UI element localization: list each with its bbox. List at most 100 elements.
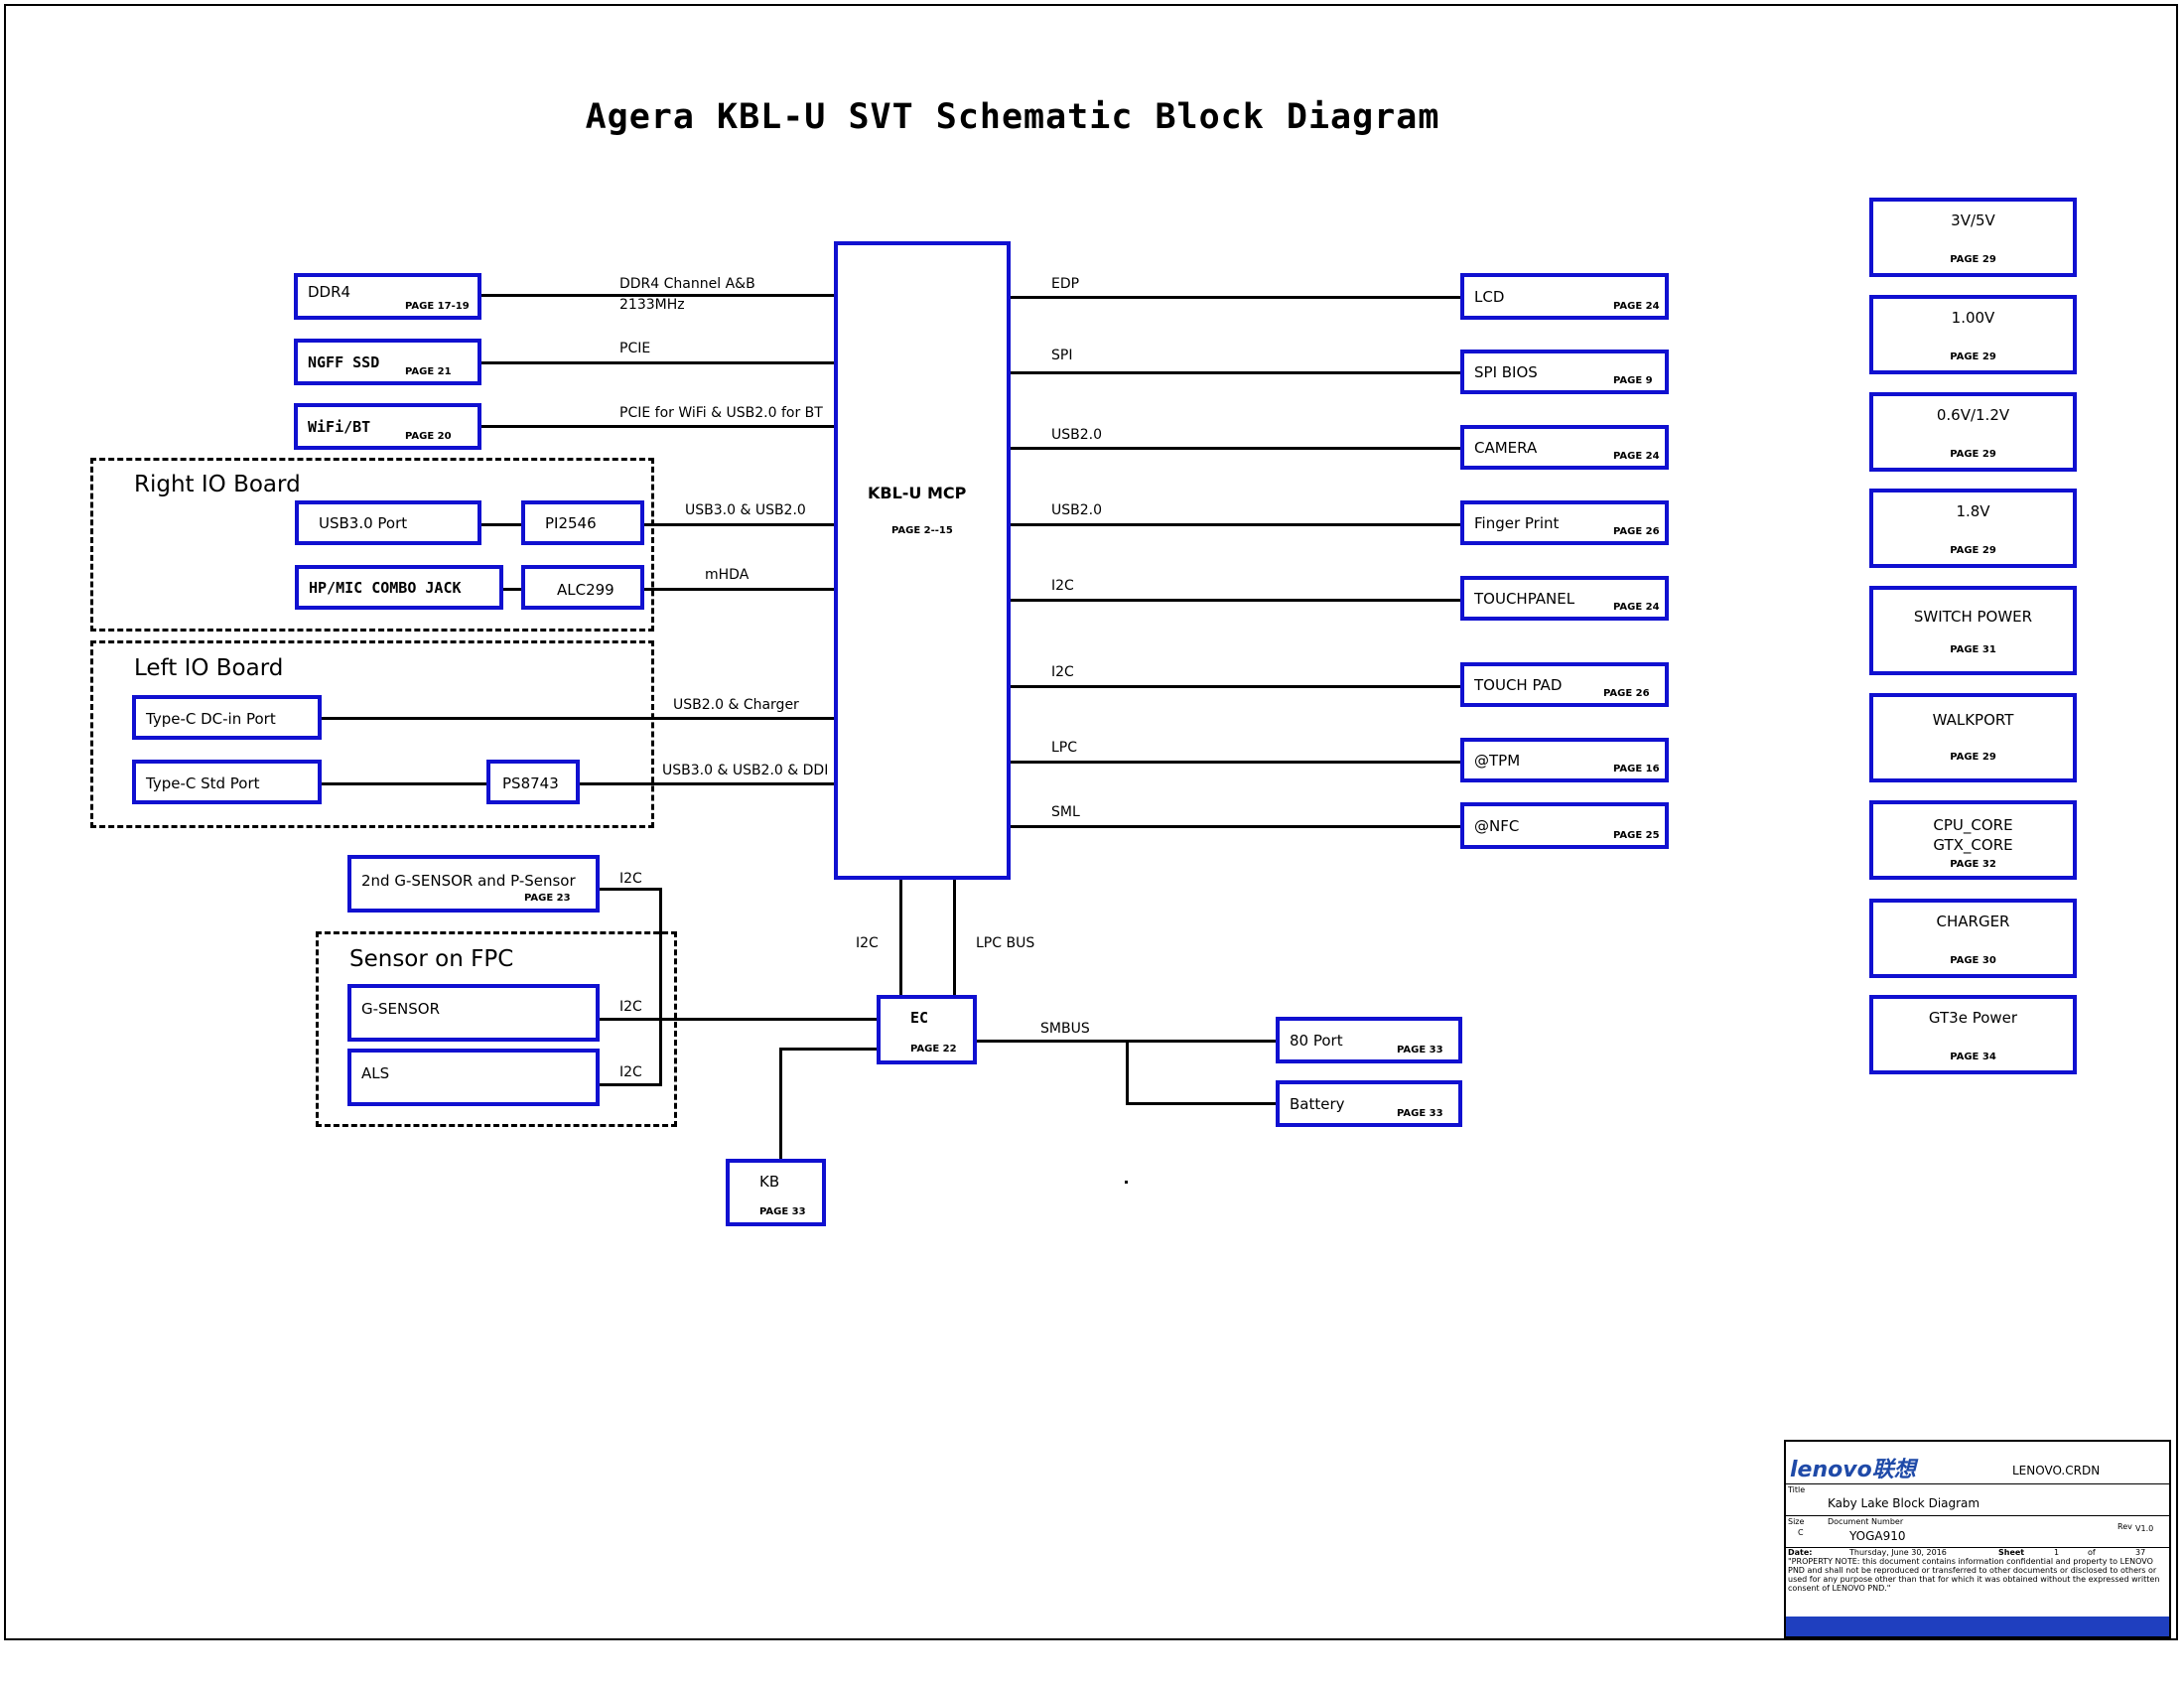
power-1v00-name: 1.00V — [1951, 309, 1995, 327]
als-block: ALS — [347, 1049, 600, 1106]
ddr4-block: DDR4 PAGE 17-19 — [294, 273, 481, 320]
power-1v8-name: 1.8V — [1956, 502, 1990, 520]
camera-block: CAMERA PAGE 24 — [1460, 425, 1669, 470]
mcp-ec-i2c-line — [899, 880, 902, 997]
title-value: Kaby Lake Block Diagram — [1828, 1496, 1980, 1510]
als-name: ALS — [361, 1064, 390, 1082]
pi2546-line — [643, 523, 837, 526]
i2c-touchpanel-line — [1009, 599, 1463, 602]
kb-block: KB PAGE 33 — [726, 1159, 826, 1226]
sml-bus-label: SML — [1051, 804, 1080, 820]
lcd-page: PAGE 24 — [1613, 301, 1660, 312]
lcd-name: LCD — [1474, 288, 1505, 306]
walkport-block: WALKPORT PAGE 29 — [1869, 693, 2077, 782]
als-i2c-h — [597, 1083, 662, 1086]
switch-power-name: SWITCH POWER — [1913, 608, 2033, 626]
charger-page: PAGE 30 — [1950, 955, 1996, 966]
walkport-page: PAGE 29 — [1950, 752, 1996, 763]
docnum-value: YOGA910 — [1849, 1529, 1906, 1543]
mcp-ec-lpc-line — [953, 880, 956, 997]
ddr4-page: PAGE 17-19 — [405, 301, 470, 312]
gt3e-power-block: GT3e Power PAGE 34 — [1869, 995, 2077, 1074]
g-sensor-block: G-SENSOR — [347, 984, 600, 1042]
wifi-page: PAGE 20 — [405, 431, 452, 442]
spi-bios-block: SPI BIOS PAGE 9 — [1460, 350, 1669, 394]
docnum-key: Document Number — [1828, 1517, 1904, 1526]
alc299-name: ALC299 — [557, 581, 614, 599]
touch-pad-page: PAGE 26 — [1603, 688, 1650, 699]
sheet-value: 1 — [2054, 1548, 2060, 1557]
pi2546-name: PI2546 — [545, 514, 597, 532]
pi2546-block: PI2546 — [521, 500, 644, 545]
second-sensor-name: 2nd G-SENSOR and P-Sensor — [361, 872, 576, 890]
kb-page: PAGE 33 — [759, 1206, 806, 1217]
wifi-bus-label: PCIE for WiFi & USB2.0 for BT — [619, 405, 823, 421]
ec-lpc-label: LPC BUS — [976, 935, 1035, 951]
charger-bus-label: USB2.0 & Charger — [673, 697, 799, 713]
touchpanel-block: TOUCHPANEL PAGE 24 — [1460, 576, 1669, 621]
smbus-branch-v — [1126, 1040, 1129, 1105]
ddr4-bus-label-2: 2133MHz — [619, 297, 685, 313]
ddr4-line — [479, 294, 837, 297]
typec-dc-name: Type-C DC-in Port — [146, 710, 276, 728]
size-value: C — [1798, 1528, 1804, 1537]
switch-power-block: SWITCH POWER PAGE 31 — [1869, 586, 2077, 675]
hda-bus-label: mHDA — [705, 567, 750, 583]
i2c-touchpanel-bus-label: I2C — [1051, 578, 1074, 594]
tpm-block: @TPM PAGE 16 — [1460, 738, 1669, 782]
power-0v6-block: 0.6V/1.2V PAGE 29 — [1869, 392, 2077, 472]
kb-name: KB — [759, 1173, 780, 1191]
sensor-bus-v — [659, 888, 662, 1086]
smbus-label: SMBUS — [1040, 1021, 1090, 1037]
tpm-page: PAGE 16 — [1613, 764, 1660, 774]
touch-pad-name: TOUCH PAD — [1474, 676, 1563, 694]
wifi-bt-block: WiFi/BT PAGE 20 — [294, 403, 481, 450]
tpm-name: @TPM — [1474, 752, 1521, 770]
company-name: LENOVO.CRDN — [2012, 1464, 2101, 1477]
ec-block: EC PAGE 22 — [877, 995, 977, 1064]
ec-kb-v — [779, 1048, 782, 1162]
finger-print-page: PAGE 26 — [1613, 526, 1660, 537]
power-3v5v-page: PAGE 29 — [1950, 254, 1996, 265]
usb-finger-line — [1009, 523, 1463, 526]
gt3e-power-page: PAGE 34 — [1950, 1052, 1996, 1062]
port80-page: PAGE 33 — [1397, 1045, 1443, 1055]
kbl-u-mcp-block: KBL-U MCP PAGE 2--15 — [834, 241, 1011, 880]
of-key: of — [2088, 1548, 2096, 1557]
power-1v00-block: 1.00V PAGE 29 — [1869, 295, 2077, 374]
typec-std-block: Type-C Std Port — [132, 760, 322, 804]
power-1v8-page: PAGE 29 — [1950, 545, 1996, 556]
cpu-core-name: CPU_CORE — [1933, 816, 2013, 834]
lcd-block: LCD PAGE 24 — [1460, 273, 1669, 320]
switch-power-page: PAGE 31 — [1950, 644, 1996, 655]
sheet-frame — [4, 4, 2178, 1640]
rev-key: Rev — [2117, 1522, 2132, 1531]
sensor2-i2c-h — [597, 888, 662, 891]
ps8743-block: PS8743 — [486, 760, 580, 804]
gt3e-power-name: GT3e Power — [1928, 1009, 2018, 1027]
sensor-fpc-label: Sensor on FPC — [349, 946, 514, 972]
second-sensor-page: PAGE 23 — [524, 893, 571, 904]
power-0v6-name: 0.6V/1.2V — [1936, 406, 2010, 424]
second-sensor-block: 2nd G-SENSOR and P-Sensor PAGE 23 — [347, 855, 600, 913]
power-3v5v-block: 3V/5V PAGE 29 — [1869, 198, 2077, 277]
cpu-core-block: CPU_CORE GTX_CORE PAGE 32 — [1869, 800, 2077, 880]
sml-line — [1009, 825, 1463, 828]
usb-finger-bus-label: USB2.0 — [1051, 502, 1103, 518]
title-key: Title — [1788, 1485, 1806, 1494]
typec-std-name: Type-C Std Port — [146, 774, 260, 792]
ddr4-bus-label: DDR4 Channel A&B — [619, 276, 755, 292]
property-note: "PROPERTY NOTE: this document contains i… — [1788, 1557, 2160, 1593]
g-sensor-i2c-label: I2C — [619, 999, 642, 1015]
ec-kb-h — [779, 1048, 879, 1051]
g-sensor-name: G-SENSOR — [361, 1000, 441, 1018]
port80-block: 80 Port PAGE 33 — [1276, 1017, 1462, 1063]
ec-page: PAGE 22 — [910, 1044, 957, 1055]
alc299-line — [643, 588, 837, 591]
ngff-ssd-block: NGFF SSD PAGE 21 — [294, 339, 481, 385]
nfc-block: @NFC PAGE 25 — [1460, 802, 1669, 849]
ec-i2c-label: I2C — [856, 935, 879, 951]
battery-line — [1126, 1102, 1277, 1105]
ps8743-name: PS8743 — [502, 774, 559, 792]
